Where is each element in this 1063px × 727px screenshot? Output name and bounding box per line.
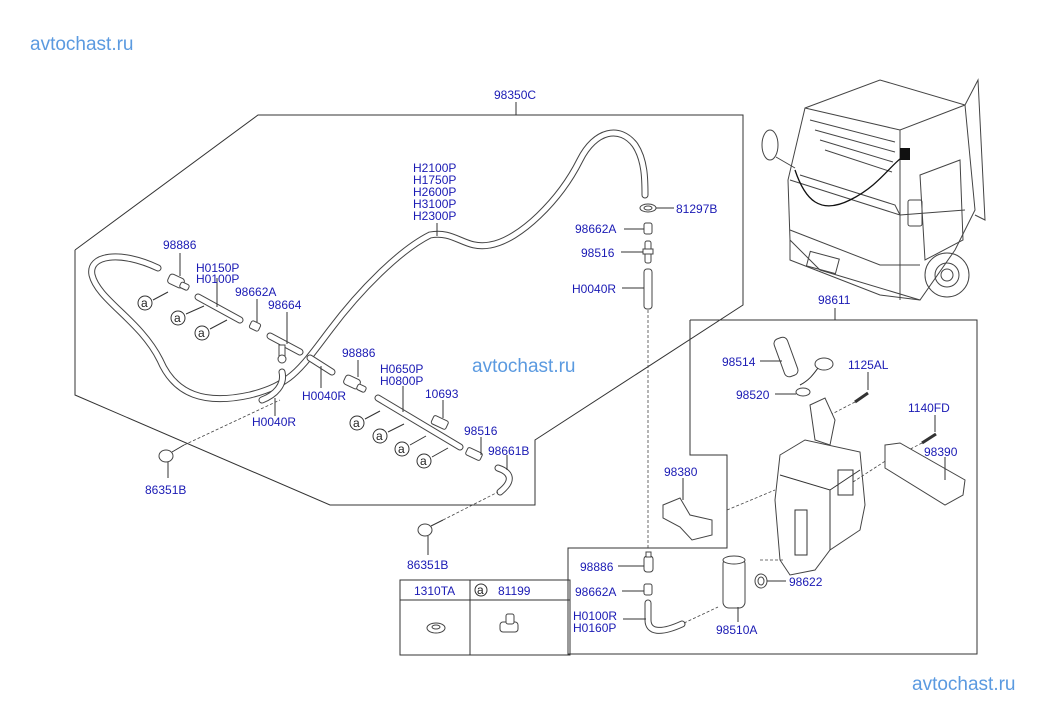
bracket-98390	[884, 442, 966, 506]
label-98664[interactable]: 98664	[268, 298, 302, 312]
check-valve-left	[167, 253, 190, 291]
label-98520[interactable]: 98520	[736, 388, 770, 402]
label-h0040r-right[interactable]: H0040R	[572, 282, 616, 296]
label-h0800p[interactable]: H0800P	[380, 374, 423, 388]
callout-a-6: a	[394, 435, 427, 457]
connector-mid	[465, 437, 483, 461]
washer-icon	[426, 622, 446, 634]
cap-seal-98520	[775, 357, 834, 397]
label-h0040r-left[interactable]: H0040R	[252, 415, 296, 429]
label-98514[interactable]: 98514	[722, 355, 756, 369]
label-h0650p[interactable]: H0650P	[380, 362, 423, 376]
hose-h0040r-mid	[306, 354, 336, 388]
joint-lower	[622, 583, 653, 596]
bracket-98380	[662, 478, 713, 541]
label-h2100p[interactable]: H2100P	[413, 161, 456, 175]
watermark-top-left[interactable]: avtochast.ru	[30, 34, 134, 55]
nozzle-left	[158, 399, 281, 478]
assembly-boundary-98350c	[74, 102, 744, 506]
label-98611[interactable]: 98611	[818, 293, 851, 307]
truck-cab-illustration	[761, 78, 986, 301]
reservoir-boundary-98611	[567, 308, 978, 655]
svg-text:a: a	[198, 326, 205, 340]
clip-icon	[499, 613, 519, 633]
label-98350c[interactable]: 98350C	[494, 88, 536, 102]
pump-motor-98510a	[722, 555, 746, 622]
label-h0040r-mid[interactable]: H0040R	[302, 389, 346, 403]
svg-text:a: a	[420, 454, 427, 468]
label-h0100r[interactable]: H0100R	[573, 609, 617, 623]
legend-table: 1310TA a 81199	[399, 579, 571, 656]
label-h1750p[interactable]: H1750P	[413, 173, 456, 187]
label-10693[interactable]: 10693	[425, 387, 459, 401]
svg-text:a: a	[376, 429, 383, 443]
callout-a-3: a	[194, 319, 228, 341]
svg-text:a: a	[141, 296, 148, 310]
callout-a-1: a	[137, 291, 169, 311]
label-h3100p[interactable]: H3100P	[413, 197, 456, 211]
hose-h0040r-right	[622, 268, 653, 550]
watermark-bottom-right[interactable]: avtochast.ru	[912, 674, 1016, 695]
hose-h0650p	[374, 386, 464, 451]
label-98661b[interactable]: 98661B	[488, 444, 529, 458]
label-98886-lower[interactable]: 98886	[580, 560, 614, 574]
label-98662a-lower[interactable]: 98662A	[575, 585, 616, 599]
bolt-1125al	[829, 372, 869, 416]
main-hose	[88, 129, 649, 403]
sleeve-10693	[430, 400, 449, 430]
check-valve-mid	[343, 360, 367, 393]
svg-text:a: a	[398, 442, 405, 456]
label-h2300p[interactable]: H2300P	[413, 209, 456, 223]
label-98516-mid[interactable]: 98516	[464, 424, 498, 438]
legend-symbol-a: a	[477, 583, 484, 597]
joint-right	[624, 222, 653, 235]
label-h2600p[interactable]: H2600P	[413, 185, 456, 199]
reservoir-tank	[726, 397, 891, 576]
label-1140fd[interactable]: 1140FD	[908, 401, 950, 415]
label-98886-mid[interactable]: 98886	[342, 346, 376, 360]
nozzle-center	[417, 491, 499, 555]
label-1125al[interactable]: 1125AL	[848, 358, 889, 372]
label-98390[interactable]: 98390	[924, 445, 958, 459]
joint-left	[248, 299, 262, 332]
hose-lower	[623, 599, 719, 634]
callout-a-7: a	[416, 447, 449, 469]
tee-connector	[266, 312, 304, 364]
label-h0150p[interactable]: H0150P	[196, 261, 239, 275]
label-86351b-left[interactable]: 86351B	[145, 483, 186, 497]
grommet-81297b	[639, 203, 674, 213]
label-98510a[interactable]: 98510A	[716, 623, 757, 637]
filler-neck-98514	[760, 336, 799, 378]
label-h0160p[interactable]: H0160P	[573, 621, 616, 635]
svg-text:a: a	[353, 416, 360, 430]
label-98886-left[interactable]: 98886	[163, 238, 197, 252]
grommet-98622	[754, 573, 786, 589]
watermark-center[interactable]: avtochast.ru	[472, 356, 576, 377]
label-98516-right[interactable]: 98516	[581, 246, 615, 260]
check-valve-lower	[618, 551, 654, 573]
label-86351b-center[interactable]: 86351B	[407, 558, 448, 572]
legend-header-81199[interactable]: 81199	[498, 584, 531, 598]
hose-h0150p	[194, 278, 244, 324]
label-h0100p[interactable]: H0100P	[196, 272, 239, 286]
callout-a-4: a	[349, 410, 381, 431]
hose-h0040r-left	[258, 368, 287, 416]
svg-text:a: a	[174, 311, 181, 325]
label-98662a-left[interactable]: 98662A	[235, 285, 276, 299]
label-98662a-right[interactable]: 98662A	[575, 222, 616, 236]
callout-a-2: a	[170, 305, 205, 326]
label-98380[interactable]: 98380	[664, 465, 698, 479]
legend-header-1310ta[interactable]: 1310TA	[414, 584, 455, 598]
main-hose-labels: H2100P H1750P H2600P H3100P H2300P	[413, 161, 456, 236]
callout-a-5: a	[372, 423, 405, 444]
callouts-a: a a a a a a a	[137, 291, 449, 469]
hose-elbow-98661b	[494, 455, 513, 496]
connector-right	[621, 240, 654, 264]
label-81297b[interactable]: 81297B	[676, 202, 717, 216]
label-98622[interactable]: 98622	[789, 575, 823, 589]
